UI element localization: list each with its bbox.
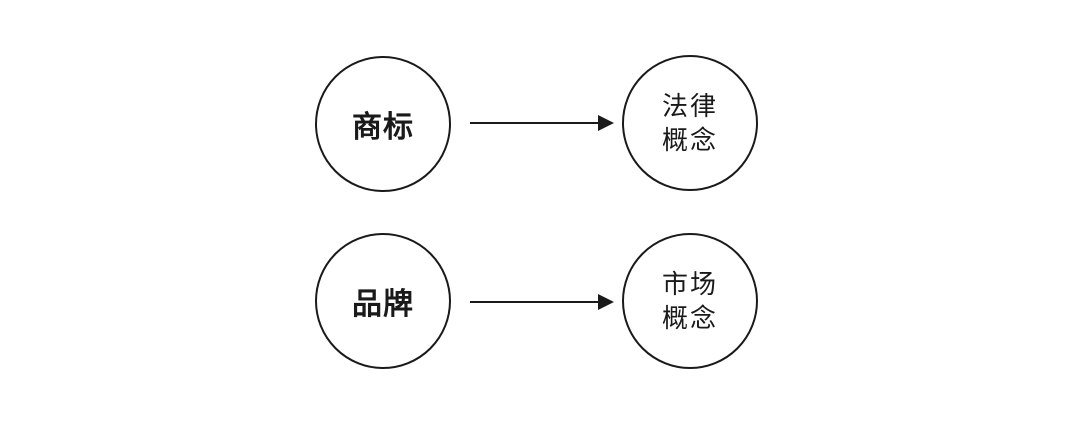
node-brand: 品牌 [315, 233, 451, 369]
node-legal-concept-line2: 概念 [661, 125, 718, 155]
arrow-brand-to-market [470, 294, 614, 310]
node-brand-label: 品牌 [352, 288, 414, 321]
node-legal-concept-label: 法律 概念 [662, 89, 718, 158]
arrow-head-icon [598, 115, 614, 131]
arrow-head-icon [598, 294, 614, 310]
arrow-trademark-to-legal [470, 115, 614, 131]
node-market-concept-line2: 概念 [661, 303, 718, 333]
node-market-concept-label: 市场 概念 [662, 267, 718, 336]
node-trademark-label: 商标 [352, 111, 414, 144]
node-legal-concept: 法律 概念 [622, 55, 758, 191]
node-legal-concept-line1: 法律 [661, 90, 718, 121]
node-market-concept: 市场 概念 [622, 233, 758, 369]
node-trademark: 商标 [315, 56, 451, 192]
node-market-concept-line1: 市场 [661, 268, 718, 299]
